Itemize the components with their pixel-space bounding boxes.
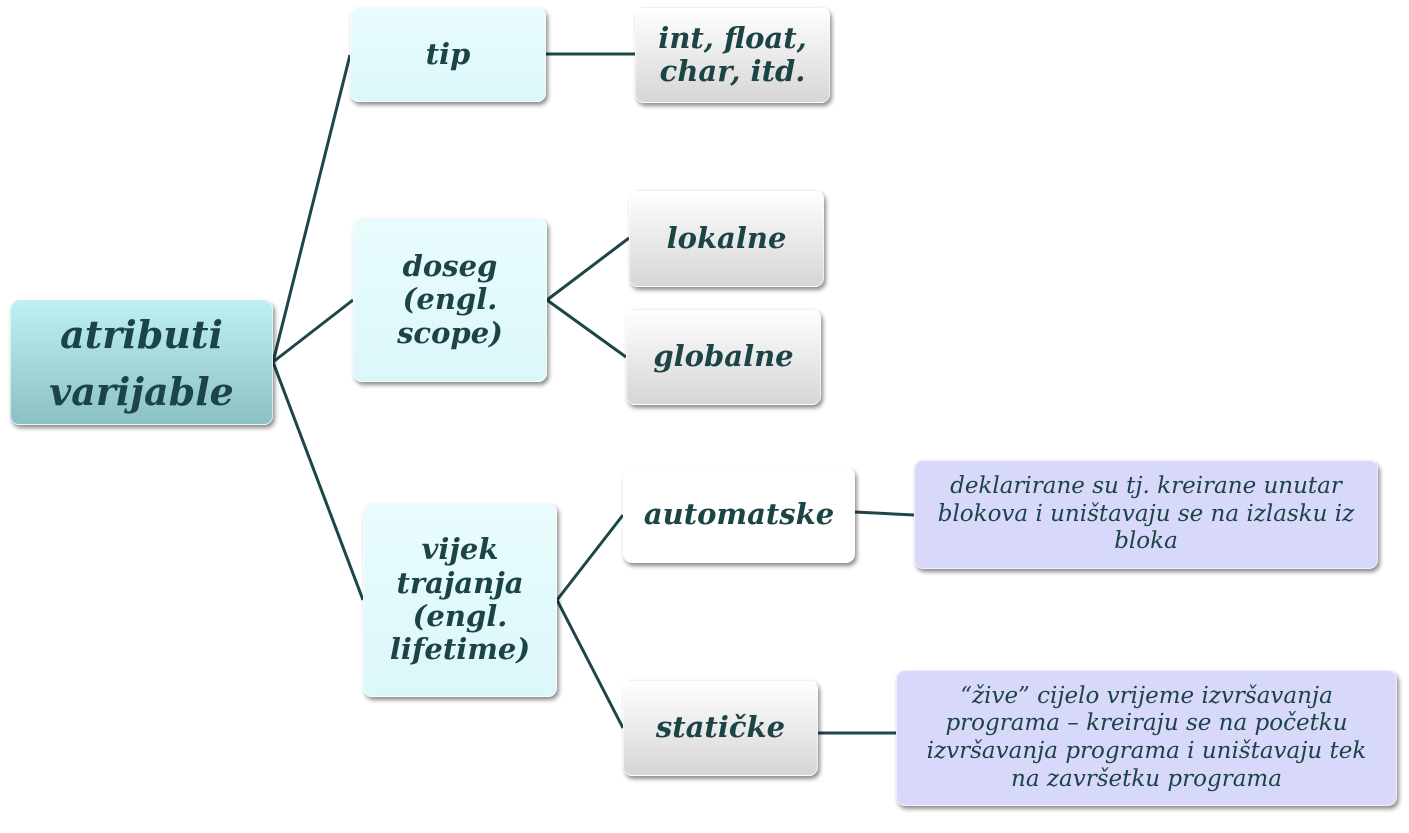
node-staticke-label: statičke xyxy=(655,710,786,745)
edge-vijek-automatske xyxy=(555,514,625,601)
node-lokalne: lokalne xyxy=(629,190,824,287)
node-globalne: globalne xyxy=(626,309,821,405)
node-vijek: vijek trajanja (engl. lifetime) xyxy=(363,503,557,697)
node-automatske-desc: deklarirane su tj. kreirane unutar bloko… xyxy=(914,460,1378,569)
node-automatske-desc-text: deklarirane su tj. kreirane unutar bloko… xyxy=(937,473,1355,555)
root-label: atributi varijable xyxy=(49,311,234,414)
node-staticke-desc: “žive” cijelo vrijeme izvršavanja progra… xyxy=(896,670,1397,806)
node-staticke: statičke xyxy=(623,680,818,776)
edge-automatske-desc xyxy=(854,510,915,517)
edge-root-doseg xyxy=(272,298,354,364)
node-lokalne-label: lokalne xyxy=(666,220,787,255)
edge-doseg-lokalne xyxy=(546,236,630,302)
node-doseg-label: doseg (engl. scope) xyxy=(397,248,503,350)
node-globalne-label: globalne xyxy=(653,339,794,374)
edge-vijek-staticke xyxy=(555,599,625,729)
edge-root-vijek xyxy=(271,361,365,601)
edge-root-tip xyxy=(271,54,352,363)
node-automatske: automatske xyxy=(623,467,855,563)
root-node: atributi varijable xyxy=(10,300,273,425)
node-automatske-label: automatske xyxy=(643,497,835,532)
node-doseg: doseg (engl. scope) xyxy=(353,218,547,382)
node-tip-values-label: int, float, char, itd. xyxy=(658,20,807,88)
edge-doseg-globalne xyxy=(546,298,627,359)
node-tip-values: int, float, char, itd. xyxy=(635,7,830,103)
node-tip: tip xyxy=(350,7,546,102)
node-vijek-label: vijek trajanja (engl. lifetime) xyxy=(389,532,531,667)
node-tip-label: tip xyxy=(425,36,471,71)
node-staticke-desc-text: “žive” cijelo vrijeme izvršavanja progra… xyxy=(926,682,1367,792)
